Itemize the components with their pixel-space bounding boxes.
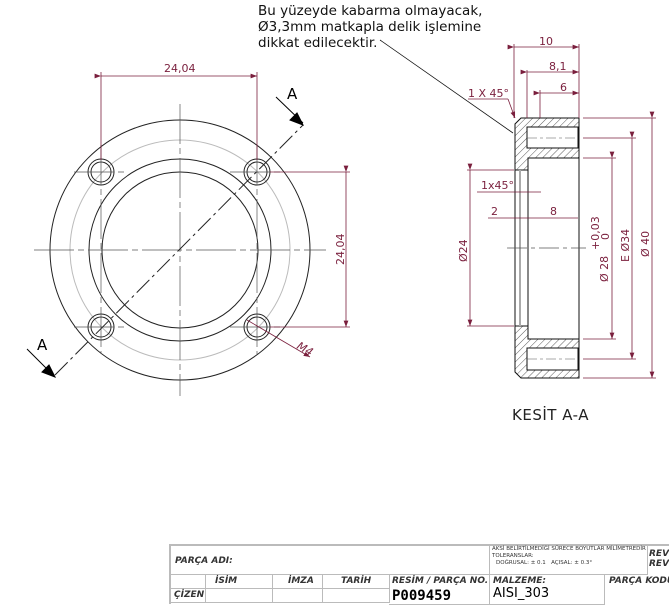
dia-24: Ø24 [457,239,470,262]
name-column: İSİM [215,576,238,586]
drawn-by-label: ÇİZEN [174,590,205,600]
dim-2: 2 [491,205,498,218]
section-arrows [26,96,305,378]
chamfer-inner: 1x45° [481,179,514,192]
dia-40: Ø 40 [639,231,652,257]
dim-10: 10 [539,35,553,48]
title-block: PARÇA ADI: AKSİ BELİRTİLMEDİĞİ SÜRECE BO… [169,544,669,605]
drawing-no-label: RESİM / PARÇA NO. [392,576,489,586]
tolerances-label: TOLERANSLAR: [492,553,534,559]
note-line: Bu yüzeyde kabarma olmayacak, [258,3,483,19]
dim-8-1: 8,1 [549,60,567,73]
section-title: KESİT A-A [512,406,589,424]
section-label-top: A [287,85,298,103]
section-label-bottom: A [37,336,48,354]
dia-34: E Ø34 [619,229,632,262]
manufacturing-note: Bu yüzeyde kabarma olmayacak, Ø3,3mm mat… [258,3,482,51]
chamfer-outer: 1 X 45° [468,87,509,100]
linear-tolerance: DOĞRUSAL: ± 0.1 [496,560,546,566]
dim-vertical: 24,04 [334,234,347,266]
signature-column: İMZA [288,576,314,586]
dim-6: 6 [560,81,567,94]
front-view [34,104,326,396]
dia-28: Ø 28 [598,256,611,282]
dim-8: 8 [550,205,557,218]
angular-tolerance: AÇISAL: ± 0.3° [551,560,593,566]
general-notes: AKSİ BELİRTİLMEDİĞİ SÜRECE BOYUTLAR MİLİ… [489,546,648,575]
part-name-label: PARÇA ADI: [175,556,233,566]
material-value: AISI_303 [493,586,550,601]
tol-lower: 0 [599,233,612,240]
material-label: MALZEME: [493,576,547,586]
thread-callout: M4 [295,339,316,359]
tol-upper: +0,03 [589,216,602,250]
note-leader [379,39,514,134]
drawing-number: P009459 [392,588,452,604]
dim-horizontal: 24,04 [164,62,196,75]
section-view [507,117,586,379]
part-code-label: PARÇA KODU : [609,576,669,586]
date-column: TARİH [341,576,372,586]
section-line [54,124,304,376]
general-note: AKSİ BELİRTİLMEDİĞİ SÜRECE BOYUTLAR MİLİ… [492,546,646,552]
note-line: Ø3,3mm matkapla delik işlemine [258,19,482,35]
note-line: dikkat edilecektir. [258,35,378,51]
